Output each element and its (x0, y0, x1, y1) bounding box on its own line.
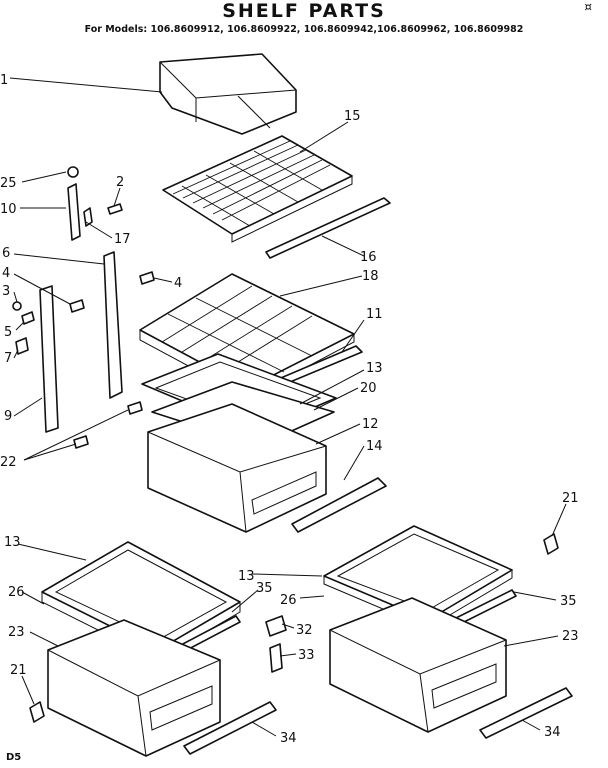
callout-2: 2 (116, 175, 124, 190)
callout-7: 7 (4, 351, 12, 366)
callout-12: 12 (362, 417, 379, 432)
callout-35a: 35 (256, 581, 273, 596)
part-18-shelf-drawing (139, 273, 355, 399)
hardware-32-drawing (265, 615, 287, 637)
right-rail-34-drawing (479, 687, 573, 739)
part-6-upright-drawing (103, 251, 123, 399)
part-1-tray-drawing (159, 53, 297, 135)
small-hardware-drawing (12, 271, 155, 449)
callout-11: 11 (366, 307, 383, 322)
callout-4b: 4 (174, 276, 182, 291)
callout-26b: 26 (280, 593, 297, 608)
right-clip-21-drawing (543, 533, 559, 555)
callout-5: 5 (4, 325, 12, 340)
model-list: For Models: 106.8609912, 106.8609922, 10… (84, 24, 524, 35)
callout-16: 16 (360, 250, 377, 265)
callout-20: 20 (360, 381, 377, 396)
left-pan-23-drawing (47, 619, 221, 757)
callout-23b: 23 (562, 629, 579, 644)
callout-23a: 23 (8, 625, 25, 640)
part-9-upright-drawing (39, 285, 59, 433)
callout-6: 6 (2, 246, 10, 261)
callout-13c: 13 (238, 569, 255, 584)
part-12-pan-drawing (147, 403, 327, 533)
hardware-33-drawing (269, 643, 283, 673)
diagram-code: D5 (6, 752, 22, 763)
callout-14: 14 (366, 439, 383, 454)
callout-26a: 26 (8, 585, 25, 600)
part-16-rail-drawing (265, 197, 391, 259)
callout-labels: 1 15 25 2 10 17 16 6 18 4 4 3 11 5 7 13 … (0, 73, 579, 746)
callout-33: 33 (298, 648, 315, 663)
callout-9: 9 (4, 409, 12, 424)
callout-32: 32 (296, 623, 313, 638)
callout-34b: 34 (544, 725, 561, 740)
callout-17: 17 (114, 232, 131, 247)
part-10-bracket-drawing (67, 166, 123, 241)
callout-15: 15 (344, 109, 361, 124)
corner-mark: ¤ (584, 0, 592, 14)
callout-21b: 21 (10, 663, 27, 678)
part-15-wire-shelf-drawing (162, 135, 353, 243)
callout-10: 10 (0, 202, 17, 217)
callout-13b: 13 (4, 535, 21, 550)
callout-13a: 13 (366, 361, 383, 376)
page-title: SHELF PARTS (222, 0, 386, 22)
callout-4a: 4 (2, 266, 10, 281)
callout-34a: 34 (280, 731, 297, 746)
left-clip-21-drawing (29, 701, 45, 723)
right-pan-23-drawing (329, 597, 507, 733)
callout-18: 18 (362, 269, 379, 284)
callout-1: 1 (0, 73, 8, 88)
callout-3: 3 (2, 284, 10, 299)
callout-21a: 21 (562, 491, 579, 506)
callout-35b: 35 (560, 594, 577, 609)
left-rail-34-drawing (183, 701, 277, 755)
part-14-rail-drawing (291, 477, 387, 533)
callout-25: 25 (0, 176, 17, 191)
leader-lines (9, 77, 567, 737)
callout-22: 22 (0, 455, 17, 470)
